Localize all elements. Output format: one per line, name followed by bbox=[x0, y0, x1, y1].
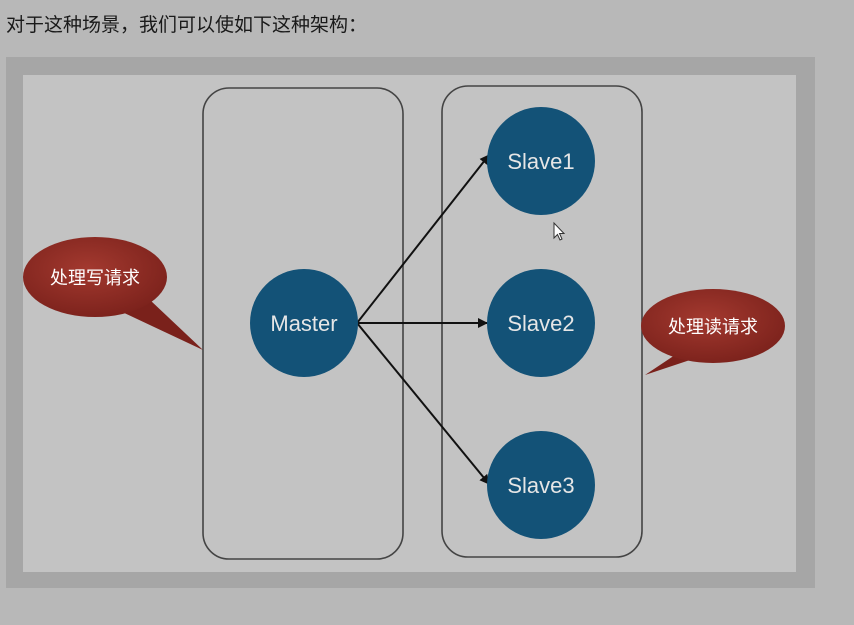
mouse-cursor-icon bbox=[553, 221, 566, 241]
read-callout-label: 处理读请求 bbox=[668, 317, 758, 338]
arrow-master-slave3 bbox=[356, 322, 490, 485]
slave3-label: Slave3 bbox=[507, 473, 574, 498]
read-callout-bubble: 处理读请求 bbox=[641, 289, 785, 375]
slave2-label: Slave2 bbox=[507, 311, 574, 336]
write-callout-bubble: 处理写请求 bbox=[23, 237, 203, 350]
slave2-node: Slave2 bbox=[487, 269, 595, 377]
write-callout-label: 处理写请求 bbox=[50, 268, 140, 289]
intro-text: 对于这种场景，我们可以使如下这种架构： bbox=[6, 14, 368, 36]
master-label: Master bbox=[270, 311, 337, 336]
master-node: Master bbox=[250, 269, 358, 377]
slave1-label: Slave1 bbox=[507, 149, 574, 174]
slave1-node: Slave1 bbox=[487, 107, 595, 215]
arrow-master-slave1 bbox=[356, 154, 490, 324]
slave3-node: Slave3 bbox=[487, 431, 595, 539]
